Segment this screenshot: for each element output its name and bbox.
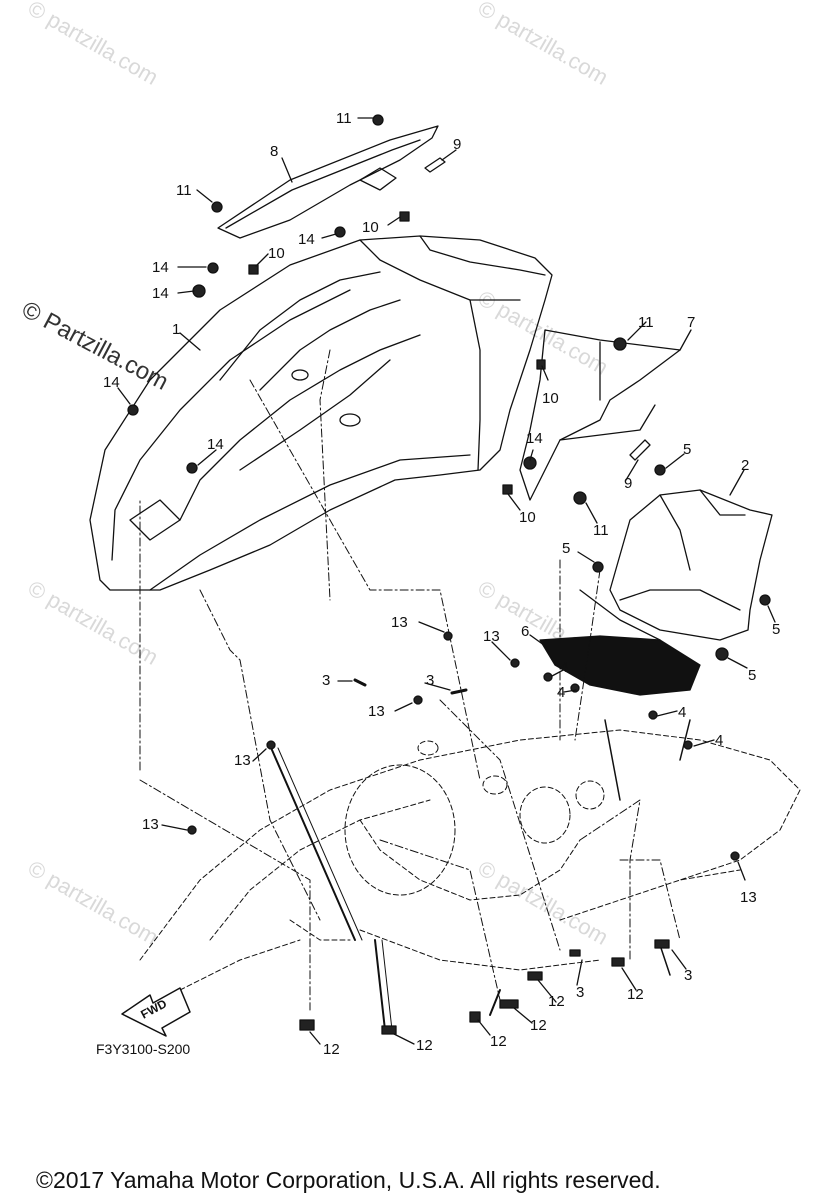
callout-label: 2 bbox=[741, 457, 750, 474]
callout-label: 13 bbox=[483, 628, 500, 645]
callout-label: 12 bbox=[323, 1041, 340, 1058]
callout-label: 11 bbox=[176, 182, 192, 199]
callout-label: 10 bbox=[268, 245, 285, 262]
callout-label: 14 bbox=[152, 259, 169, 276]
callout-label: 5 bbox=[562, 540, 571, 557]
callout-label: 12 bbox=[416, 1037, 433, 1054]
callout-label: 5 bbox=[772, 621, 781, 638]
callout-label: 9 bbox=[453, 136, 462, 153]
copyright-notice: ©2017 Yamaha Motor Corporation, U.S.A. A… bbox=[36, 1167, 661, 1193]
fwd-arrow bbox=[121, 987, 191, 1037]
callout-label: 14 bbox=[207, 436, 224, 453]
callout-label: 8 bbox=[270, 143, 279, 160]
callout-label: 7 bbox=[687, 314, 696, 331]
callout-label: 5 bbox=[748, 667, 757, 684]
callout-label: 5 bbox=[683, 441, 692, 458]
callout-label: 3 bbox=[426, 672, 435, 689]
hatch-opening bbox=[344, 764, 456, 896]
callout-label: 3 bbox=[322, 672, 331, 689]
callout-label: 13 bbox=[234, 752, 251, 769]
figure-code: F3Y3100-S200 bbox=[96, 1041, 191, 1057]
callout-label: 11 bbox=[336, 110, 352, 127]
callout-label: 12 bbox=[548, 993, 565, 1010]
part-6-panel bbox=[539, 635, 701, 696]
callout-label: 13 bbox=[368, 703, 385, 720]
callout-label: 12 bbox=[627, 986, 644, 1003]
callout-label: 14 bbox=[526, 430, 543, 447]
callout-label: 14 bbox=[103, 374, 120, 391]
callout-label: 4 bbox=[557, 684, 566, 701]
part-1-body-shell bbox=[89, 235, 553, 591]
callout-label: 6 bbox=[521, 623, 530, 640]
callout-label: 1 bbox=[172, 321, 181, 338]
callout-label: 13 bbox=[142, 816, 159, 833]
part-8-top-cover bbox=[217, 125, 439, 239]
callout-label: 11 bbox=[638, 314, 654, 331]
callout-label: 4 bbox=[715, 732, 724, 749]
callout-label: 12 bbox=[490, 1033, 507, 1050]
callout-label: 10 bbox=[542, 390, 559, 407]
callout-label: 14 bbox=[298, 231, 315, 248]
callout-label: 9 bbox=[624, 475, 633, 492]
callout-label: 3 bbox=[684, 967, 693, 984]
callout-label: 10 bbox=[362, 219, 379, 236]
callout-label: 12 bbox=[530, 1017, 547, 1034]
callout-label: 10 bbox=[519, 509, 536, 526]
callout-label: 11 bbox=[593, 522, 609, 539]
callout-label: 4 bbox=[560, 659, 569, 676]
part-2-rear-compartment bbox=[609, 489, 773, 641]
callout-label: 3 bbox=[576, 984, 585, 1001]
callout-label: 13 bbox=[740, 889, 757, 906]
callout-label: 4 bbox=[678, 704, 687, 721]
hull-outline bbox=[139, 729, 801, 961]
callout-label: 13 bbox=[391, 614, 408, 631]
callout-label: 14 bbox=[152, 285, 169, 302]
